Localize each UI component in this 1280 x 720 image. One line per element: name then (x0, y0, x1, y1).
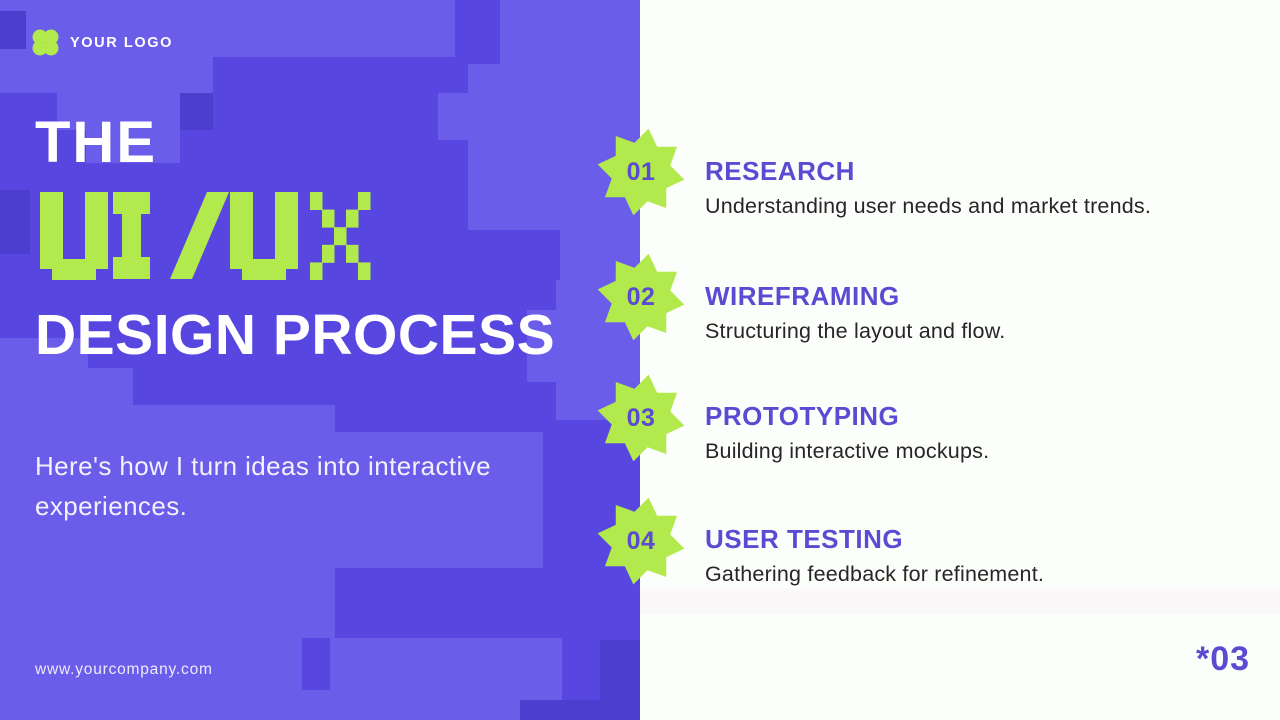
subtitle-text: Here's how I turn ideas into interactive… (35, 451, 491, 521)
star-badge-04: 04 (597, 497, 685, 585)
step-item-research: RESEARCH Understanding user needs and ma… (705, 157, 1151, 219)
pixel-mosaic-background (0, 0, 640, 720)
step-number: 02 (626, 282, 656, 311)
step-title: USER TESTING (705, 524, 904, 554)
step-number: 03 (626, 403, 656, 432)
clover-logo-icon (32, 29, 59, 56)
logo-text: YOUR LOGO (70, 34, 174, 51)
step-item-user-testing: USER TESTING Gathering feedback for refi… (705, 525, 1044, 587)
page-number: *03 (1196, 640, 1251, 678)
logo: YOUR LOGO (32, 29, 173, 56)
step-number: 04 (626, 526, 656, 555)
starburst-icon (597, 497, 685, 585)
step-description: Gathering feedback for refinement. (705, 562, 1045, 586)
step-title: WIREFRAMING (705, 281, 900, 311)
left-panel: YOUR LOGO THE (0, 0, 640, 720)
step-title: PROTOTYPING (705, 401, 900, 431)
pixel-uiux-wordmark (40, 192, 371, 280)
star-badge-01: 01 (597, 128, 685, 216)
right-panel (640, 0, 1280, 720)
star-badge-03: 03 (597, 374, 685, 462)
step-description: Understanding user needs and market tren… (705, 194, 1152, 218)
starburst-icon (597, 253, 685, 341)
step-item-prototyping: PROTOTYPING Building interactive mockups… (705, 402, 989, 464)
star-badge-02: 02 (597, 253, 685, 341)
step-description: Structuring the layout and flow. (705, 319, 1006, 343)
step-title: RESEARCH (705, 156, 855, 186)
starburst-icon (597, 128, 685, 216)
step-number: 01 (626, 157, 656, 186)
website-url: www.yourcompany.com (35, 661, 213, 678)
step-item-wireframing: WIREFRAMING Structuring the layout and f… (705, 282, 1005, 344)
title-line-the: THE (35, 110, 157, 175)
starburst-icon (597, 374, 685, 462)
faint-decorative-band (640, 588, 1280, 614)
title-line-design-process: DESIGN PROCESS (35, 303, 556, 367)
step-description: Building interactive mockups. (705, 439, 990, 463)
